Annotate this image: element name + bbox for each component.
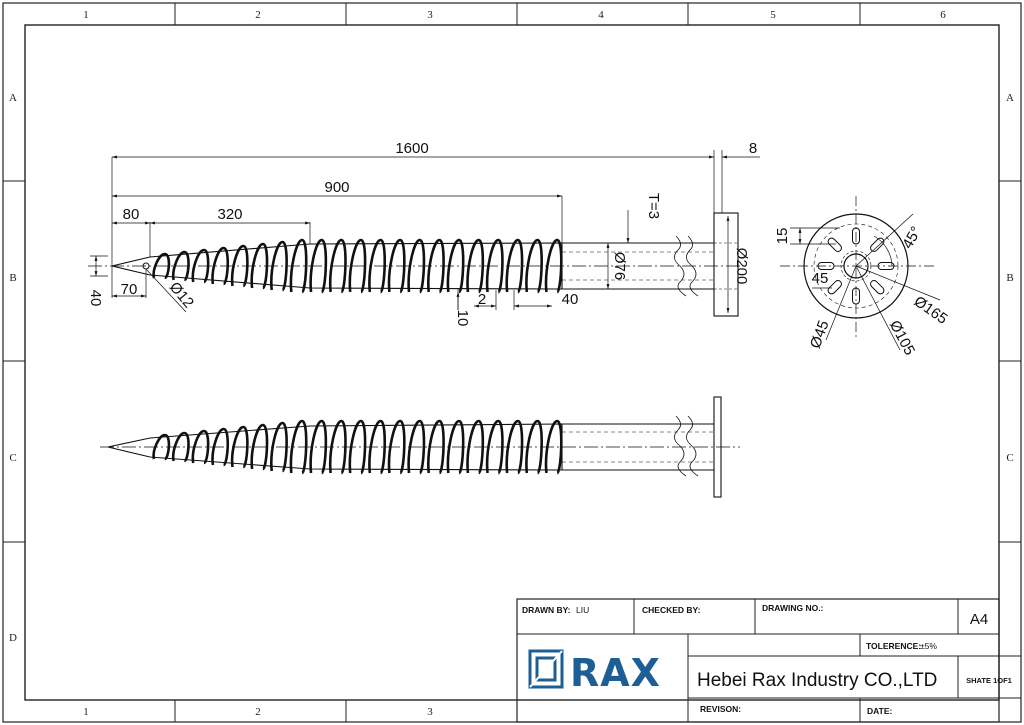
checked-by-label: CHECKED BY: — [642, 605, 701, 615]
helix-flights-side — [152, 419, 563, 475]
flange-bolt-circle-label: Ø165 — [911, 293, 951, 328]
flange-inner-circle-label: Ø105 — [886, 318, 918, 358]
ground-screw-side-view — [100, 396, 740, 498]
flange-slot — [827, 237, 842, 252]
dimension-lines-top — [90, 150, 760, 313]
drawn-by-label: DRAWN BY: — [522, 605, 571, 615]
dim-flight-pitch: 40 — [562, 291, 579, 308]
flange-slot — [827, 280, 842, 295]
flange-slot-label: 45 — [812, 270, 829, 287]
tolerance-label: TOLERENCE: — [866, 641, 921, 651]
zone-row-c-right: C — [1006, 452, 1013, 464]
logo-text: RAX — [570, 651, 661, 695]
revision-label: REVISON: — [700, 704, 741, 714]
drawing-no-label: DRAWING NO.: — [762, 603, 824, 613]
zone-col-2-bottom: 2 — [255, 706, 261, 718]
flange-slot — [870, 280, 885, 295]
zone-col-3-top: 3 — [427, 9, 433, 21]
flange-end-view — [780, 196, 941, 351]
date-label: DATE: — [867, 706, 893, 716]
zone-col-5-top: 5 — [770, 9, 776, 21]
flange-slot — [817, 262, 835, 270]
inner-border — [24, 24, 1000, 701]
flange-slot — [877, 262, 895, 270]
dim-flight-gap: 2 — [478, 291, 486, 308]
zone-col-2-top: 2 — [255, 9, 261, 21]
dim-helix-length: 900 — [324, 179, 349, 196]
dim-tip-width: 40 — [87, 290, 104, 307]
zone-row-a-right: A — [1006, 92, 1014, 104]
zone-row-d-left: D — [9, 632, 17, 644]
dim-tip-hole: Ø12 — [166, 279, 197, 312]
zone-col-3-bottom: 3 — [427, 706, 433, 718]
flange-slot — [852, 287, 860, 305]
zone-col-4-top: 4 — [598, 9, 604, 21]
flange-slot — [870, 237, 885, 252]
dim-pipe-diameter: Ø76 — [611, 252, 628, 280]
zone-col-1-top: 1 — [83, 9, 89, 21]
drawn-by-value: LIU — [576, 605, 589, 615]
flange-angle-label: 45° — [899, 224, 925, 252]
dim-tip-to-helix: 80 — [123, 206, 140, 223]
zone-row-b-right: B — [1006, 272, 1013, 284]
zone-row-a-left: A — [9, 92, 17, 104]
dim-flight-height: 10 — [454, 310, 471, 327]
helix-flights-top — [152, 238, 563, 294]
zone-ticks — [3, 3, 1021, 722]
flange-slots — [817, 227, 895, 305]
rax-logo: RAX — [528, 649, 661, 695]
flange-offset-label: 15 — [774, 228, 791, 245]
zone-col-1-bottom: 1 — [83, 706, 89, 718]
zone-row-c-left: C — [9, 452, 16, 464]
tolerance-value: ±5% — [920, 641, 937, 651]
flange-center-hole-label: Ø45 — [807, 318, 833, 350]
flange-slot — [852, 227, 860, 245]
dim-flange-diameter: Ø200 — [733, 248, 750, 285]
sheet-size: A4 — [970, 611, 988, 628]
sheet-number: SHATE 1OF1 — [966, 676, 1012, 685]
zone-col-6-top: 6 — [940, 9, 946, 21]
dim-overall-length: 1600 — [395, 140, 428, 157]
dim-flange-thickness: 8 — [749, 140, 757, 157]
dim-wall-thickness: T=3 — [645, 193, 662, 219]
title-block — [516, 598, 1021, 723]
company-name: Hebei Rax Industry CO.,LTD — [697, 670, 937, 691]
zone-row-b-left: B — [9, 272, 16, 284]
dim-tip-length: 70 — [121, 281, 138, 298]
dim-helix-segment: 320 — [217, 206, 242, 223]
